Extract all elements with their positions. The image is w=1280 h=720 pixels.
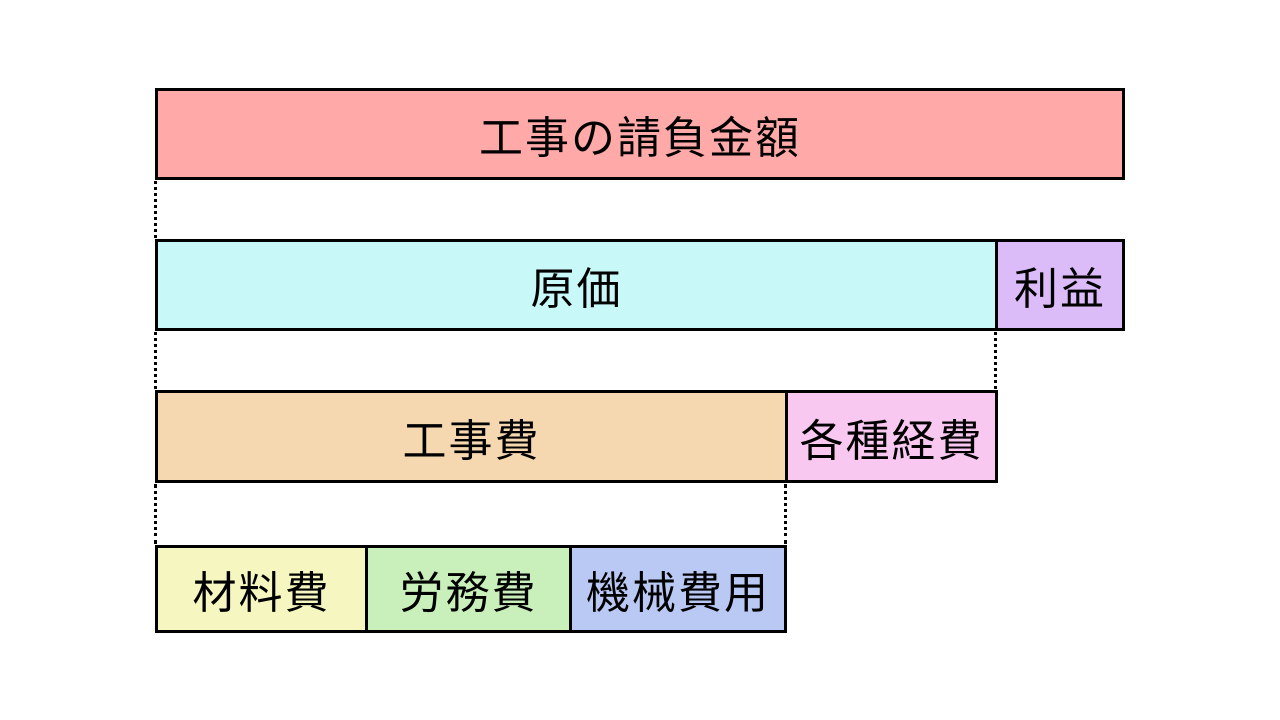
bar-contract-amount: 工事の請負金額: [158, 91, 1122, 177]
row-cost-detail: 材料費 労務費 機械費用: [155, 545, 787, 633]
bar-construction-cost: 工事費: [158, 393, 785, 480]
dotted-connector-left-1: [154, 181, 157, 238]
row-cost-profit: 原価 利益: [155, 239, 1125, 331]
bar-labor-cost: 労務費: [365, 548, 569, 630]
row-construction-expenses: 工事費 各種経費: [155, 390, 998, 483]
dotted-connector-right-2: [994, 332, 997, 389]
bar-various-expenses: 各種経費: [785, 393, 995, 480]
dotted-connector-right-3: [784, 484, 787, 544]
dotted-connector-left-3: [154, 484, 157, 544]
bar-materials-cost: 材料費: [158, 548, 365, 630]
bar-profit: 利益: [995, 242, 1122, 328]
row-contract-amount: 工事の請負金額: [155, 88, 1125, 180]
bar-cost: 原価: [158, 242, 995, 328]
dotted-connector-left-2: [154, 332, 157, 389]
bar-machine-cost: 機械費用: [569, 548, 784, 630]
